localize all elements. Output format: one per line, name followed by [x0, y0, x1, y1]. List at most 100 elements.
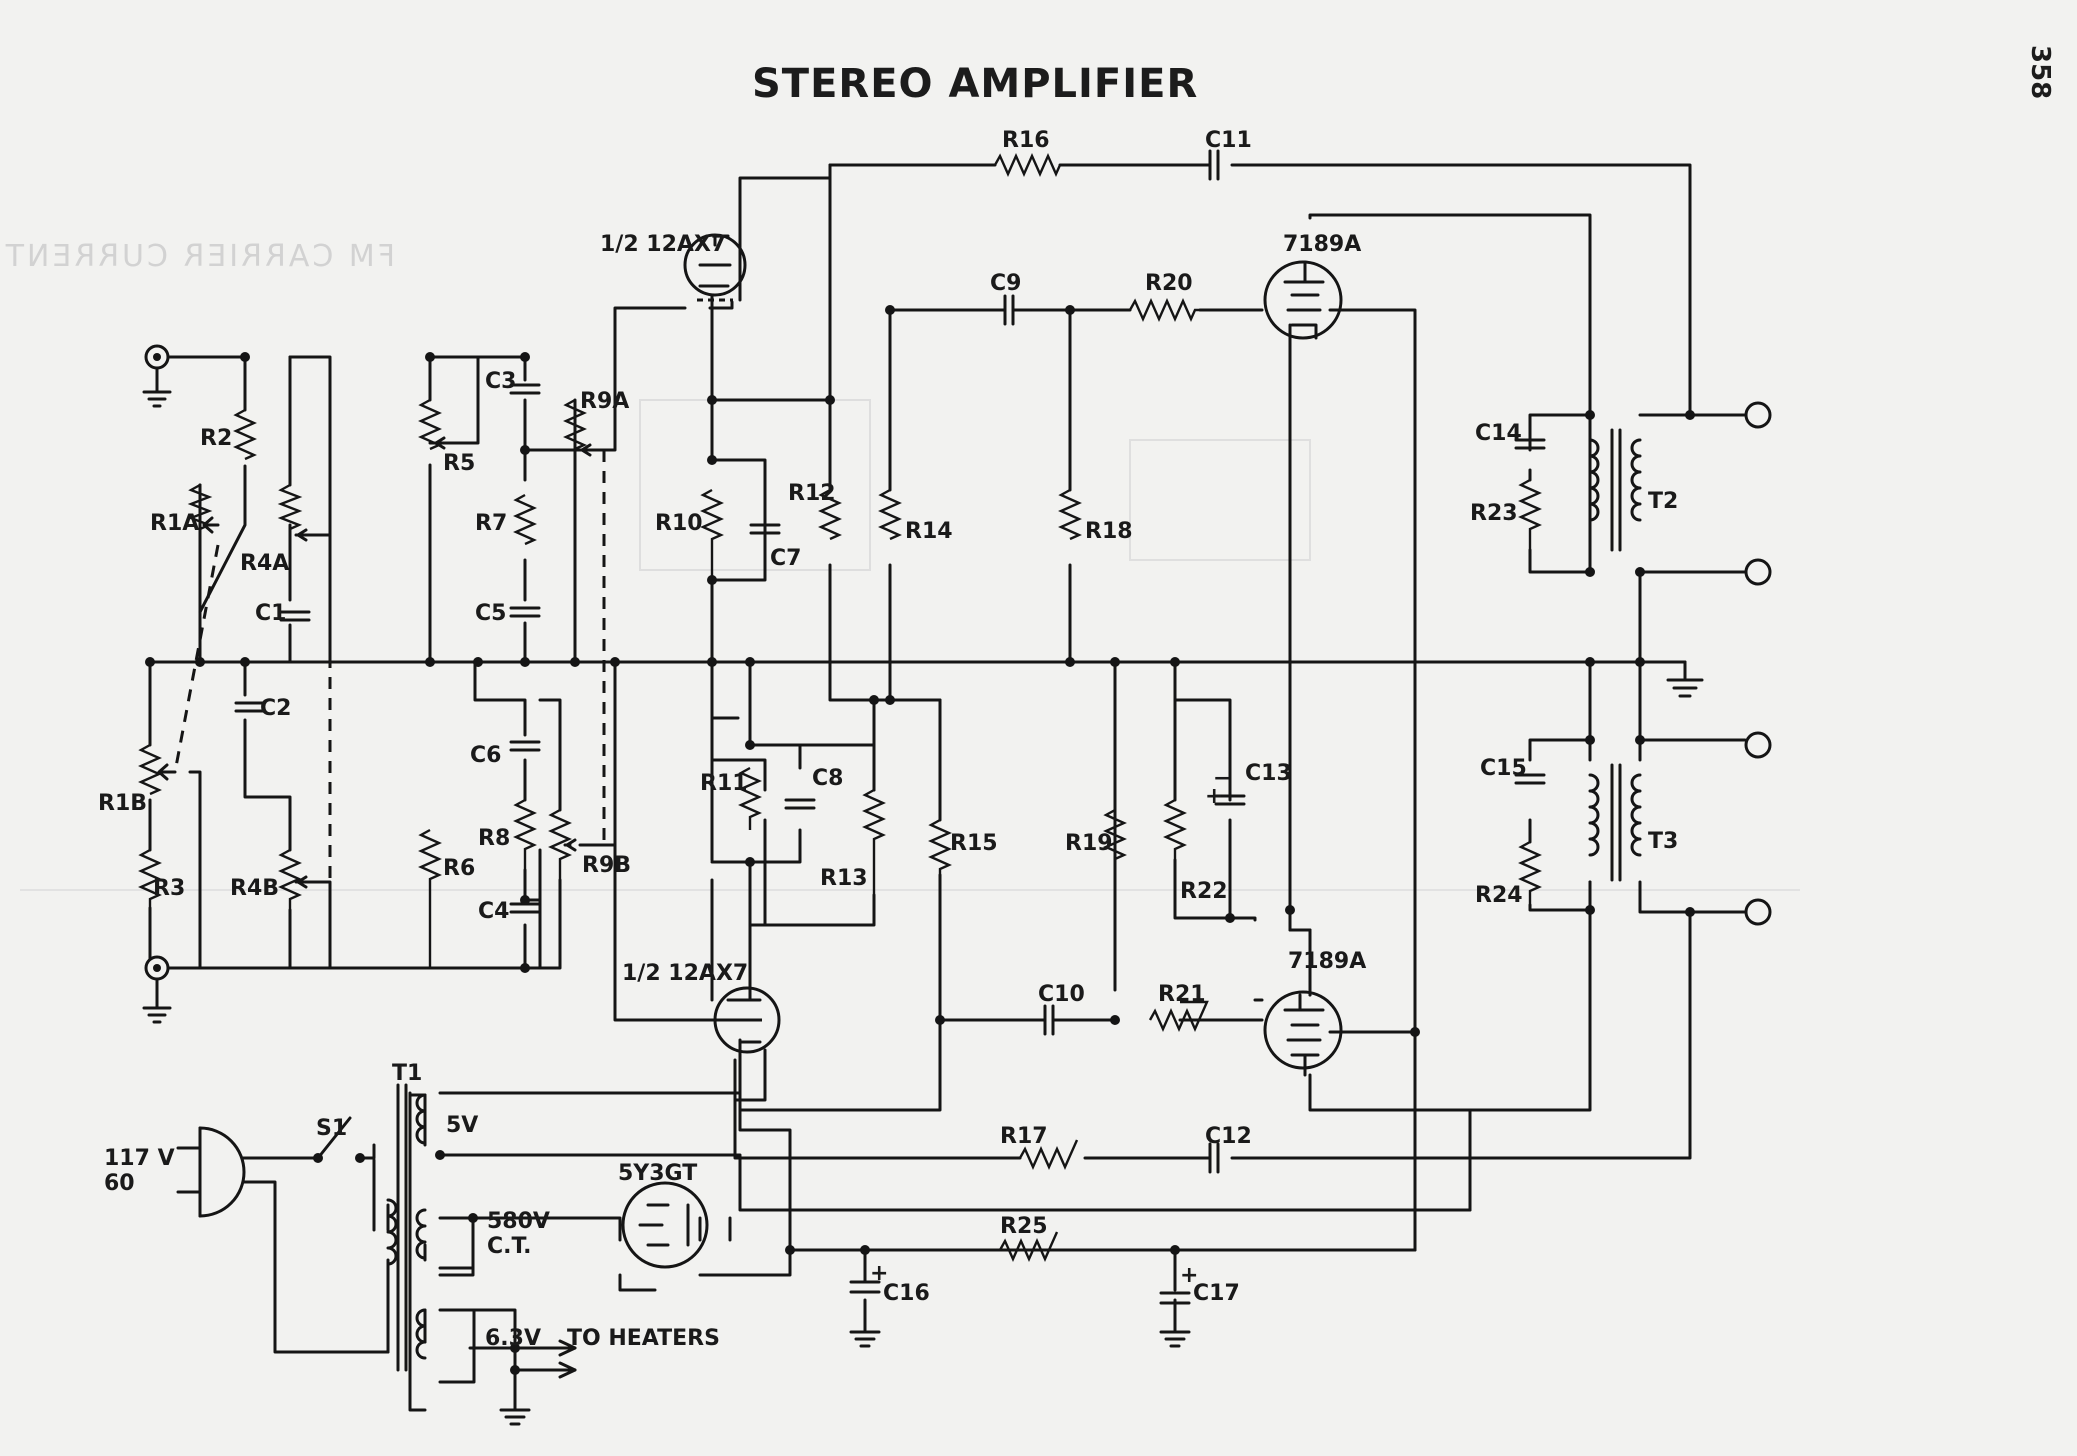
label-c1: C1 — [255, 601, 286, 626]
resistor-r8 — [513, 798, 537, 870]
resistor-r17 — [1018, 1139, 1079, 1170]
label-tube-top-right: 7189A — [1283, 232, 1361, 257]
resistor-r22 — [1163, 798, 1187, 860]
capacitor-c4 — [509, 902, 541, 914]
mains-plug — [176, 1126, 246, 1218]
resistor-r15 — [928, 818, 952, 875]
label-r1a: R1A — [150, 511, 199, 536]
resistor-r21 — [1148, 1000, 1209, 1032]
label-r20: R20 — [1145, 271, 1193, 296]
label-r7: R7 — [475, 511, 507, 536]
resistor-r10 — [700, 488, 724, 580]
label-tap-63v: 6.3V — [485, 1326, 541, 1351]
resistor-r7 — [513, 493, 537, 546]
label-r9a: R9A — [580, 389, 629, 414]
capacitor-c13 — [1214, 794, 1246, 806]
resistor-r9a — [563, 398, 587, 451]
label-t3: T3 — [1648, 829, 1678, 854]
label-c2: C2 — [260, 696, 291, 721]
label-c4: C4 — [478, 899, 509, 924]
label-tube-top-left: 1/2 12AX7 — [600, 232, 726, 257]
resistor-r11 — [738, 766, 762, 830]
wiring — [142, 163, 1747, 1426]
capacitor-c14 — [1514, 438, 1546, 450]
labels: R16 C11 1/2 12AX7 7189A C9 R20 C3 R9A R2… — [98, 128, 1678, 1351]
capacitor-c6 — [509, 740, 541, 752]
tube-12ax7-bottom — [713, 986, 781, 1057]
label-c17: C17 — [1193, 1281, 1240, 1306]
tube-7189a-top — [1263, 260, 1343, 340]
label-r11: R11 — [700, 771, 748, 796]
resistor-r4a — [277, 483, 303, 531]
heater-arrows — [558, 1339, 577, 1379]
resistor-r25 — [998, 1231, 1059, 1262]
label-r13: R13 — [820, 866, 868, 891]
label-c9: C9 — [990, 271, 1021, 296]
label-r5: R5 — [443, 451, 475, 476]
label-r18: R18 — [1085, 519, 1133, 544]
resistor-r19 — [1103, 808, 1127, 870]
transformer-t3 — [1588, 763, 1642, 882]
bleed-heading: FM CARRIER CURRENT RECEIVER FOR MUSIC DI… — [0, 239, 395, 274]
label-r2: R2 — [200, 426, 232, 451]
label-c16-plus: + — [870, 1261, 888, 1286]
label-c13-plus: + — [1205, 784, 1223, 809]
label-mains-volts: 117 V — [104, 1146, 175, 1171]
label-c6: C6 — [470, 743, 501, 768]
label-r4a: R4A — [240, 551, 289, 576]
capacitor-c1 — [279, 610, 311, 622]
resistor-r24 — [1518, 840, 1542, 905]
transformer-t2 — [1588, 428, 1642, 552]
label-tube-bottom-right: 7189A — [1288, 949, 1366, 974]
capacitor-c3 — [509, 383, 541, 395]
label-r22: R22 — [1180, 879, 1228, 904]
label-r3: R3 — [153, 876, 185, 901]
label-r9b: R9B — [582, 853, 631, 878]
label-r15: R15 — [950, 831, 998, 856]
resistor-r9b — [548, 808, 572, 880]
junctions — [145, 305, 1695, 1375]
capacitor-c15 — [1514, 773, 1546, 785]
label-r1b: R1B — [98, 791, 147, 816]
page-number: 358 — [2025, 45, 2055, 99]
label-s1: S1 — [316, 1116, 347, 1141]
label-tap-ct: C.T. — [487, 1234, 532, 1259]
resistor-r16 — [993, 153, 1062, 177]
transformers — [386, 428, 1642, 1372]
label-heaters: TO HEATERS — [567, 1326, 720, 1351]
label-c13: C13 — [1245, 761, 1292, 786]
label-tube-bottom-left: 1/2 12AX7 — [622, 961, 748, 986]
capacitor-c9 — [1003, 294, 1032, 326]
capacitor-c7 — [749, 523, 781, 535]
capacitor-c16 — [849, 1258, 881, 1294]
label-t2: T2 — [1648, 489, 1678, 514]
transformer-t1 — [386, 1083, 427, 1372]
label-r4b: R4B — [230, 876, 279, 901]
label-r14: R14 — [905, 519, 953, 544]
resistor-r20 — [1128, 298, 1200, 322]
label-c5: C5 — [475, 601, 506, 626]
label-r12: R12 — [788, 481, 836, 506]
tubes — [621, 233, 1343, 1269]
label-c17-plus: + — [1180, 1263, 1198, 1288]
resistor-r13 — [862, 788, 886, 895]
jacks — [144, 344, 1772, 981]
label-r21: R21 — [1158, 982, 1206, 1007]
potentiometer-arrows — [157, 436, 592, 889]
tube-7189a-bottom — [1263, 990, 1343, 1077]
tube-5y3gt — [621, 1181, 709, 1269]
label-r24: R24 — [1475, 883, 1523, 908]
resistor-r1b — [138, 743, 162, 796]
resistor-r3 — [138, 848, 162, 908]
resistor-r2 — [233, 408, 257, 461]
label-r19: R19 — [1065, 831, 1113, 856]
label-c8: C8 — [812, 766, 843, 791]
capacitor-c12 — [1208, 1142, 1220, 1174]
label-r17: R17 — [1000, 1124, 1048, 1149]
label-r16: R16 — [1002, 128, 1050, 153]
label-tap-5v: 5V — [446, 1113, 478, 1138]
label-c11: C11 — [1205, 128, 1252, 153]
capacitor-c10 — [1043, 1004, 1072, 1036]
label-c3: C3 — [485, 369, 516, 394]
switch-s1 — [313, 1153, 365, 1163]
